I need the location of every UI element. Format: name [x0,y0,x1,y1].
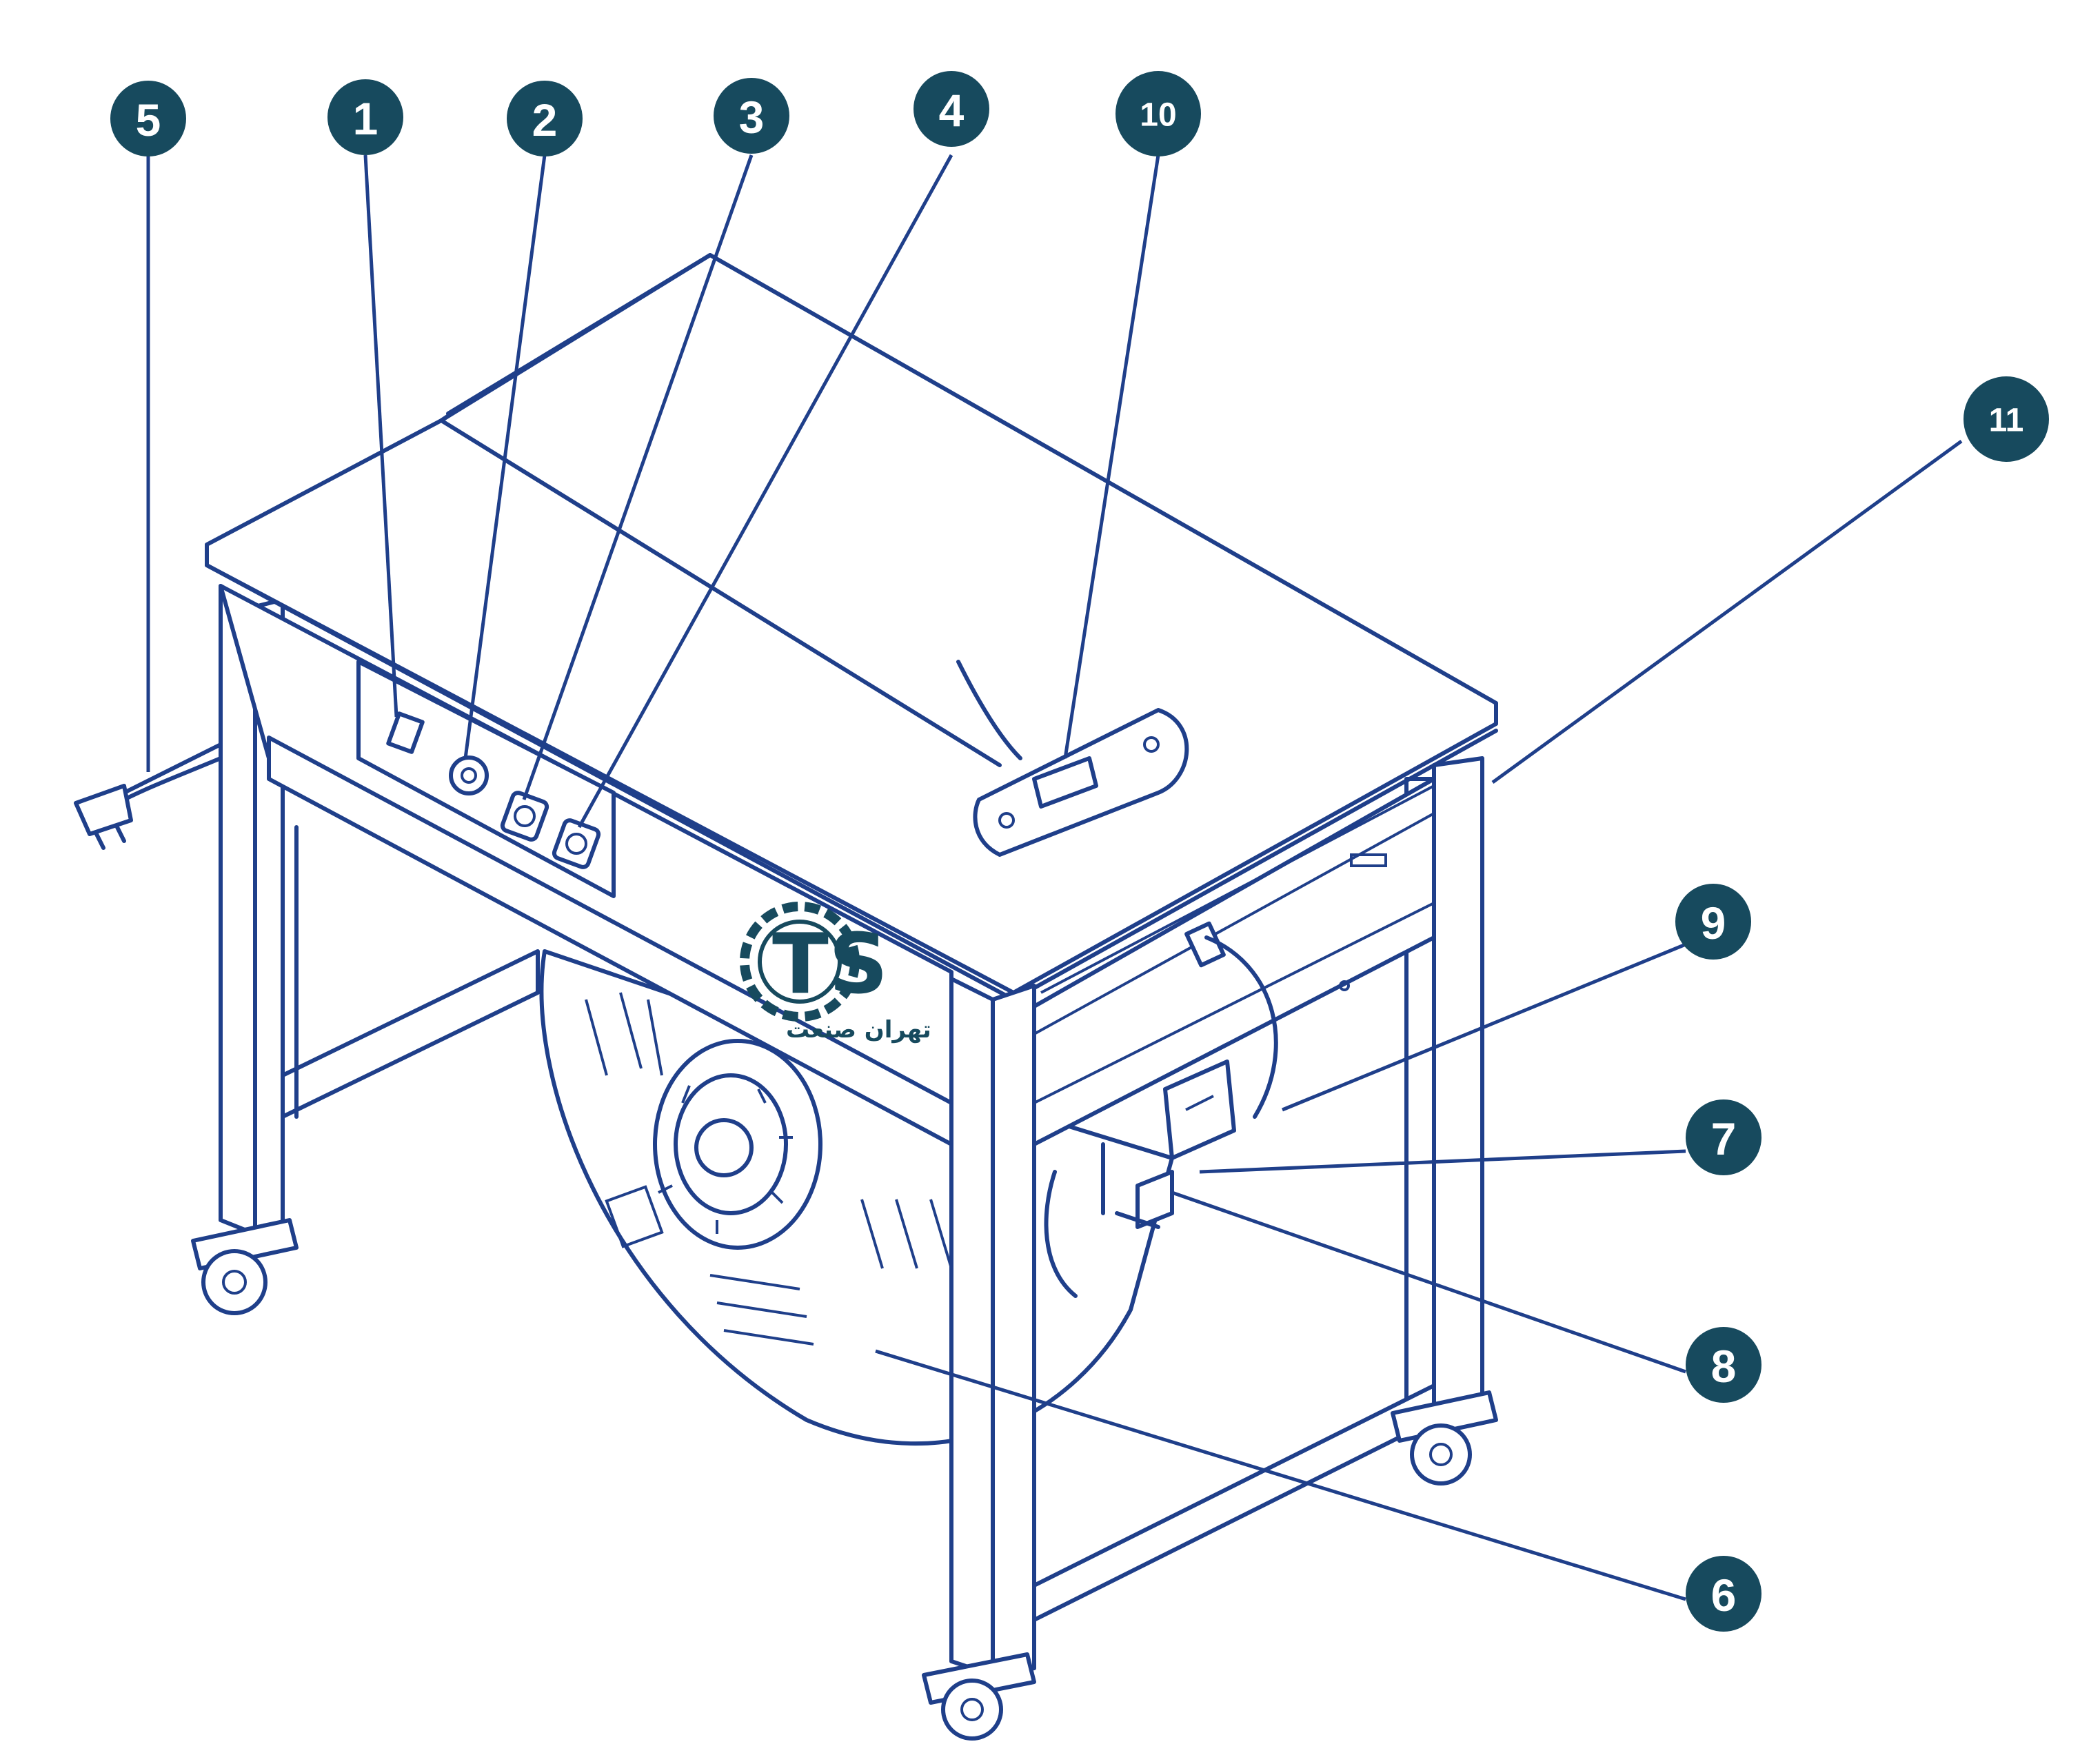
company-logo: TS تهران صنعت [740,902,931,1044]
power-switch[interactable] [386,711,425,754]
callout-9: 9 [1675,884,1751,960]
svg-text:9: 9 [1701,898,1726,949]
casters [191,1218,1498,1741]
callout-4: 4 [913,71,989,147]
callout-10: 10 [1115,71,1201,156]
svg-text:5: 5 [136,94,161,145]
callout-7: 7 [1686,1099,1761,1175]
caster-front [922,1652,1036,1741]
leader-lines [146,154,1963,1601]
callout-11: 11 [1963,376,2049,462]
svg-text:8: 8 [1711,1341,1737,1392]
svg-text:7: 7 [1711,1113,1737,1164]
control-panel [356,660,616,898]
svg-text:3: 3 [739,92,765,143]
callout-2: 2 [507,81,583,156]
caster-rear [1391,1390,1498,1486]
strap-guide [956,660,1189,857]
power-cord [74,742,223,850]
svg-text:4: 4 [939,85,965,136]
svg-text:1: 1 [353,93,378,144]
callout-5: 5 [110,81,186,156]
logo-subtitle: تهران صنعت [786,1016,931,1044]
logo-mark: TS [772,917,888,1013]
callout-3: 3 [714,78,789,154]
callout-badges: 5 1 2 3 4 10 11 9 [110,71,2049,1632]
button-four[interactable] [552,818,601,869]
callout-8: 8 [1686,1327,1761,1403]
callout-6: 6 [1686,1556,1761,1632]
svg-text:6: 6 [1711,1570,1737,1621]
svg-text:10: 10 [1140,97,1176,134]
button-three[interactable] [500,791,549,842]
side-parts [1101,921,1278,1229]
tension-knob[interactable] [449,756,489,795]
svg-text:2: 2 [532,94,558,145]
svg-text:11: 11 [1989,403,2024,439]
caster-left [191,1218,299,1315]
callout-1: 1 [327,79,403,155]
front-legs [949,977,1036,1677]
